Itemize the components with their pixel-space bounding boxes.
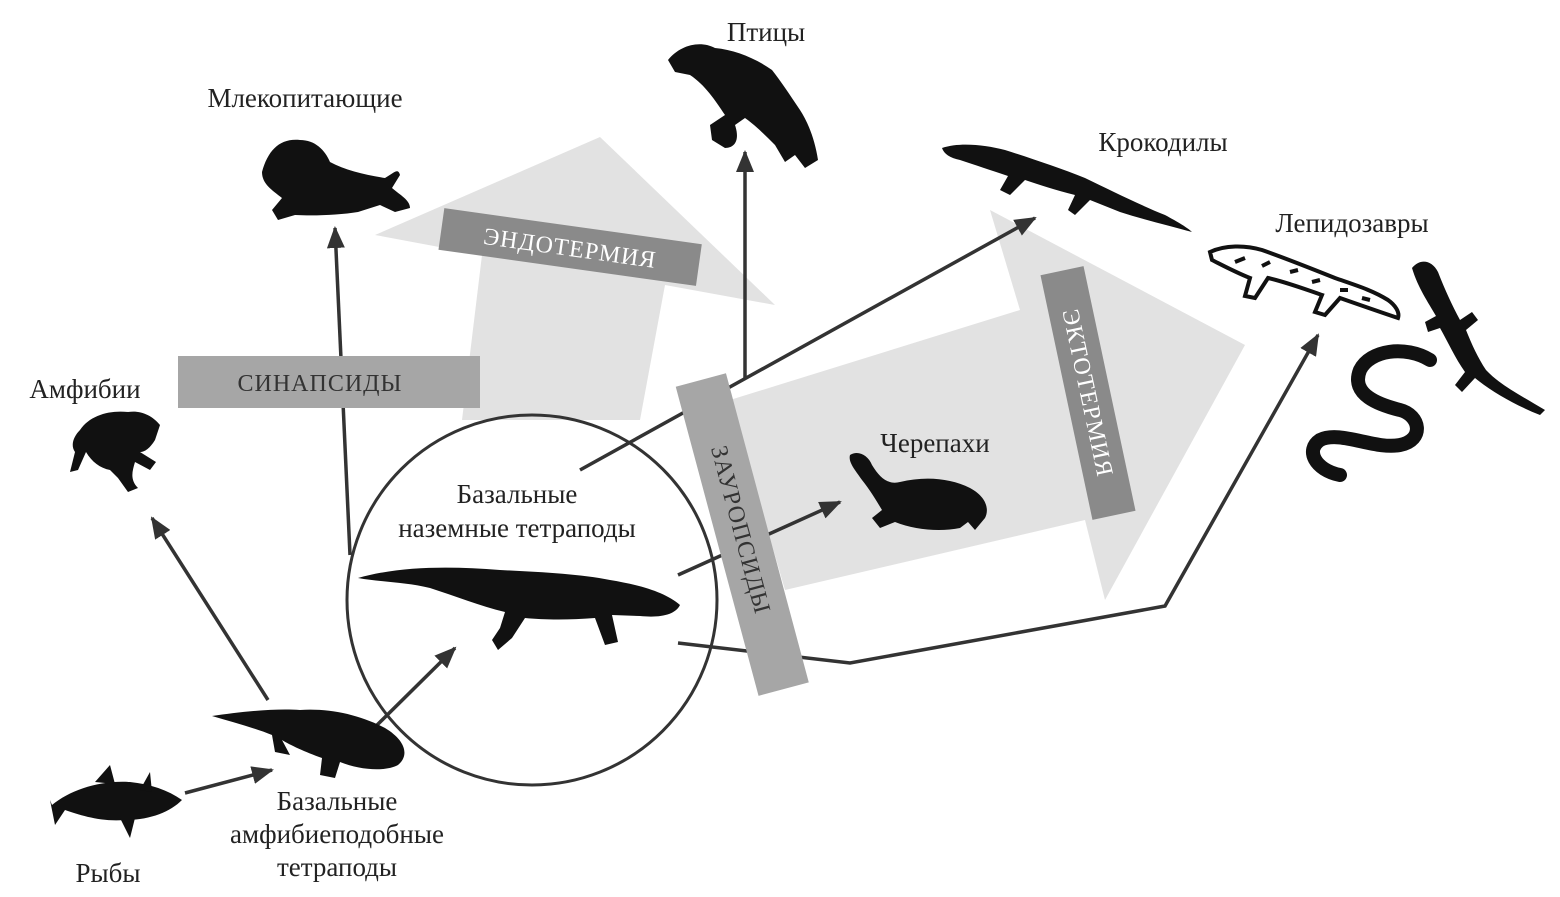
basal-reptile-icon — [358, 567, 680, 650]
mammal-icon — [262, 139, 410, 220]
mammals-label: Млекопитающие — [207, 83, 402, 113]
basal-terrestrial-label-line2: наземные тетраподы — [398, 513, 636, 543]
fish-label: Рыбы — [75, 858, 140, 888]
edge-fish-to-basal-amphibian — [184, 766, 274, 795]
crocodiles-label: Крокодилы — [1098, 127, 1227, 157]
endothermy-arrow — [375, 137, 775, 420]
edge-to-crocodiles — [579, 216, 1037, 472]
bird-icon — [668, 44, 818, 168]
birds-label: Птицы — [727, 17, 805, 47]
turtles-label: Черепахи — [880, 428, 989, 458]
lizard-icon — [1207, 244, 1401, 321]
synapsids-band: СИНАПСИДЫ — [178, 356, 480, 408]
basal-amphibian-label-line2: амфибиеподобные — [230, 819, 444, 849]
edge-to-amphibians — [150, 516, 270, 701]
basal-amphibian-icon — [212, 709, 405, 778]
synapsids-band-label: СИНАПСИДЫ — [238, 371, 403, 397]
lepidosaurs-label: Лепидозавры — [1275, 208, 1428, 238]
basal-terrestrial-circle — [345, 413, 719, 787]
frog-icon — [70, 411, 160, 492]
edge-to-basal-terrestrial — [370, 646, 457, 732]
basal-amphibian-label-line1: Базальные — [277, 786, 398, 816]
crocodile-icon — [942, 144, 1192, 232]
ectothermy-arrow — [730, 210, 1245, 600]
basal-amphibian-label-line3: тетраподы — [277, 852, 397, 882]
snake-icon — [1306, 344, 1437, 482]
turtle-icon — [849, 453, 987, 530]
amphibians-label: Амфибии — [29, 374, 140, 404]
gecko-icon — [1412, 261, 1545, 415]
basal-terrestrial-label-line1: Базальные — [457, 479, 578, 509]
fish-icon — [50, 765, 182, 838]
